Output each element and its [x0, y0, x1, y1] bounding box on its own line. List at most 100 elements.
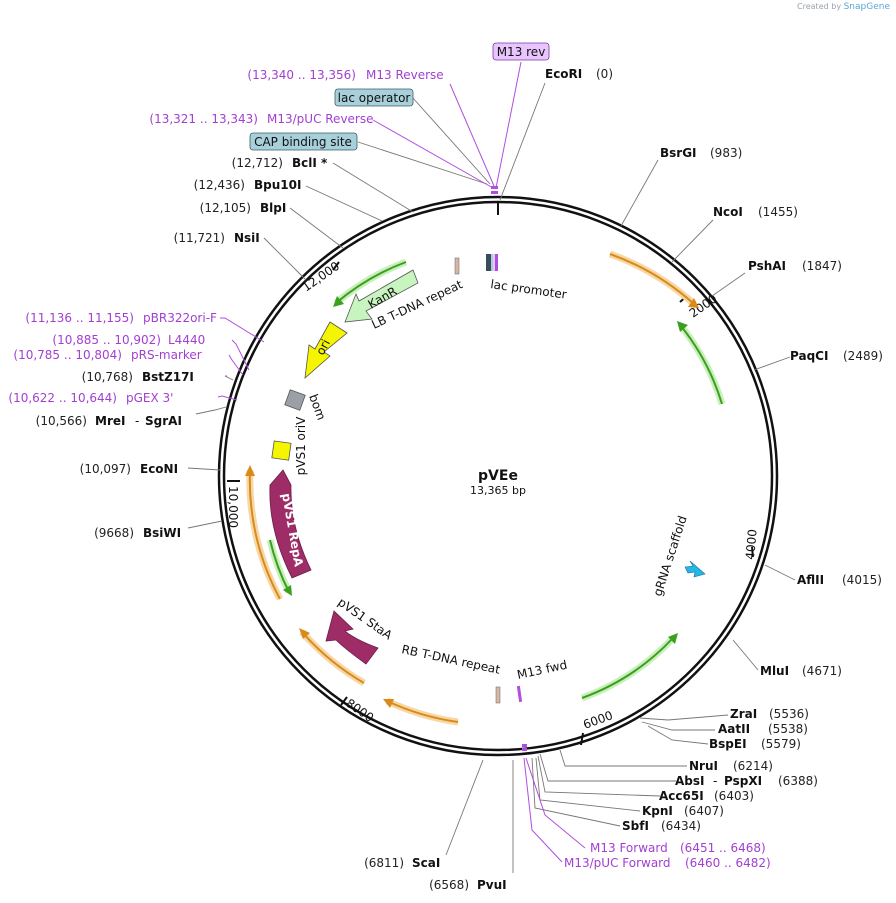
orange-arrowheads	[245, 298, 699, 708]
tick-label-10000: 10,000	[226, 486, 240, 528]
green-arrowheads	[283, 296, 688, 644]
bom-feature	[284, 389, 306, 411]
primer-name: M13/pUC Reverse	[267, 112, 374, 126]
enzyme-pos: (10,768)	[82, 370, 133, 384]
pvs1-oriv-label: pVS1 oriV	[294, 416, 308, 476]
plasmid-length: 13,365 bp	[470, 484, 526, 497]
tick-label-8000: 8000	[343, 696, 376, 725]
enzyme-pos: (1455)	[758, 205, 798, 219]
tick-label-6000: 6000	[581, 708, 614, 732]
pvs1-oriv-feature	[271, 440, 292, 461]
enzyme-bsiwi: BsiWI	[143, 526, 181, 540]
rb-tdna-repeat-feature	[495, 686, 501, 704]
m13-fwd-label: M13 fwd	[516, 658, 569, 682]
enzyme-pos: (0)	[596, 67, 613, 81]
enzyme-pos: (5536)	[769, 707, 809, 721]
grna-scaffold-feature	[684, 560, 706, 578]
tick-label-12000: 12,000	[300, 259, 342, 295]
boxed-label-cap-binding-site[interactable]: CAP binding site	[249, 132, 358, 151]
enzyme-blpi: BlpI	[260, 201, 286, 215]
bom-label: bom	[306, 392, 328, 422]
primer-range: (13,321 .. 13,343)	[149, 112, 258, 126]
enzyme-pos: (4015)	[842, 573, 882, 587]
enzyme-pos: (2489)	[843, 349, 883, 363]
lac-cluster	[486, 254, 498, 271]
primer-name: L4440	[168, 333, 205, 347]
enzyme-bstz17i: BstZ17I	[142, 370, 194, 384]
enzyme-econi: EcoNI	[140, 462, 178, 476]
enzyme-mlui: MluI	[760, 664, 789, 678]
enzyme-pos: (1847)	[802, 259, 842, 273]
tick-label-4000: 4000	[743, 529, 760, 561]
enzyme-bpu10i: Bpu10I	[254, 178, 301, 192]
primer-name: pBR322ori-F	[143, 311, 217, 325]
enzyme-labels-left: (6811) ScaI (6568) PvuI (9668) BsiWI (10…	[36, 156, 507, 892]
primer-range: (13,340 .. 13,356)	[247, 68, 356, 82]
enzyme-pos: (6568)	[429, 878, 469, 892]
credit-prefix: Created by	[797, 2, 842, 11]
primer-range: (6451 .. 6468)	[680, 841, 766, 855]
enzyme-pshai: PshAI	[748, 259, 786, 273]
top-primer-marks	[491, 186, 498, 194]
m13-fwd-feature	[516, 685, 523, 703]
grna-scaffold-label: gRNA scaffold	[651, 514, 690, 598]
enzyme-sgrai: SgrAI	[145, 414, 182, 428]
tick-6000	[580, 732, 584, 746]
primer-range: (10,885 .. 10,902)	[52, 333, 161, 347]
kanr-feature	[344, 269, 419, 323]
bottom-primer-marks	[522, 744, 527, 751]
enzyme-pos: (9668)	[94, 526, 134, 540]
enzyme-pos: (6434)	[661, 819, 701, 833]
enzyme-nsii: NsiI	[234, 231, 260, 245]
enzyme-pos: (5579)	[761, 737, 801, 751]
enzyme-pos: (6214)	[733, 759, 773, 773]
enzyme-kpni: KpnI	[642, 804, 673, 818]
primer-range: (11,136 .. 11,155)	[25, 311, 134, 325]
boxed-label-m13-rev[interactable]: M13 rev	[492, 42, 550, 61]
enzyme-absi: AbsI	[675, 774, 704, 788]
primer-name: M13 Forward	[590, 841, 668, 855]
snapgene-credit: Created by SnapGene	[797, 2, 890, 12]
enzyme-separator: -	[713, 774, 717, 788]
enzyme-pos: (983)	[710, 146, 742, 160]
primer-name: pRS-marker	[131, 348, 202, 362]
green-feature-arcs	[266, 258, 726, 702]
enzyme-pos: (11,721)	[174, 231, 225, 245]
enzyme-sbfi: SbfI	[622, 819, 649, 833]
lac-promoter-label: lac promoter	[490, 277, 568, 302]
enzyme-aflii: AflII	[797, 573, 824, 587]
boxed-label-text: CAP binding site	[254, 135, 352, 149]
enzyme-bsrgi: BsrGI	[660, 146, 697, 160]
boxed-label-text: lac operator	[338, 91, 411, 105]
primer-range: (10,622 .. 10,644)	[8, 391, 117, 405]
primer-leaders	[217, 61, 586, 863]
enzyme-nrui: NruI	[689, 759, 718, 773]
enzyme-bcli: BclI *	[292, 156, 328, 170]
enzyme-pos: (10,566)	[36, 414, 87, 428]
primer-labels: (13,340 .. 13,356) M13 Reverse (13,321 .…	[8, 68, 770, 870]
enzyme-pos: (12,436)	[194, 178, 245, 192]
snapgene-brand: SnapGene	[843, 2, 890, 12]
ori-label: ori	[313, 337, 333, 357]
rb-tdna-repeat-label: RB T-DNA repeat	[400, 642, 501, 677]
enzyme-acc65i: Acc65I	[659, 789, 704, 803]
primer-range: (10,785 .. 10,804)	[13, 348, 122, 362]
enzyme-pspxi: PspXI	[724, 774, 762, 788]
enzyme-pos: (5538)	[768, 722, 808, 736]
enzyme-separator: -	[135, 414, 139, 428]
ori-feature	[304, 321, 348, 379]
enzyme-pvui: PvuI	[477, 878, 507, 892]
enzyme-pos: (12,105)	[200, 201, 251, 215]
primer-name: M13/pUC Forward	[564, 856, 671, 870]
enzyme-pos: (6811)	[364, 856, 404, 870]
tick-12000	[332, 261, 340, 271]
boxed-label-lac-operator[interactable]: lac operator	[334, 88, 414, 107]
plasmid-name: pVEe	[478, 468, 518, 484]
boxed-label-text: M13 rev	[497, 45, 546, 59]
tick-8000	[340, 696, 348, 706]
enzyme-zrai: ZraI	[730, 707, 757, 721]
lb-tdna-repeat-feature	[454, 257, 460, 275]
enzyme-mrei: MreI	[95, 414, 125, 428]
enzyme-pos: (6388)	[778, 774, 818, 788]
enzyme-ncoi: NcoI	[713, 205, 743, 219]
